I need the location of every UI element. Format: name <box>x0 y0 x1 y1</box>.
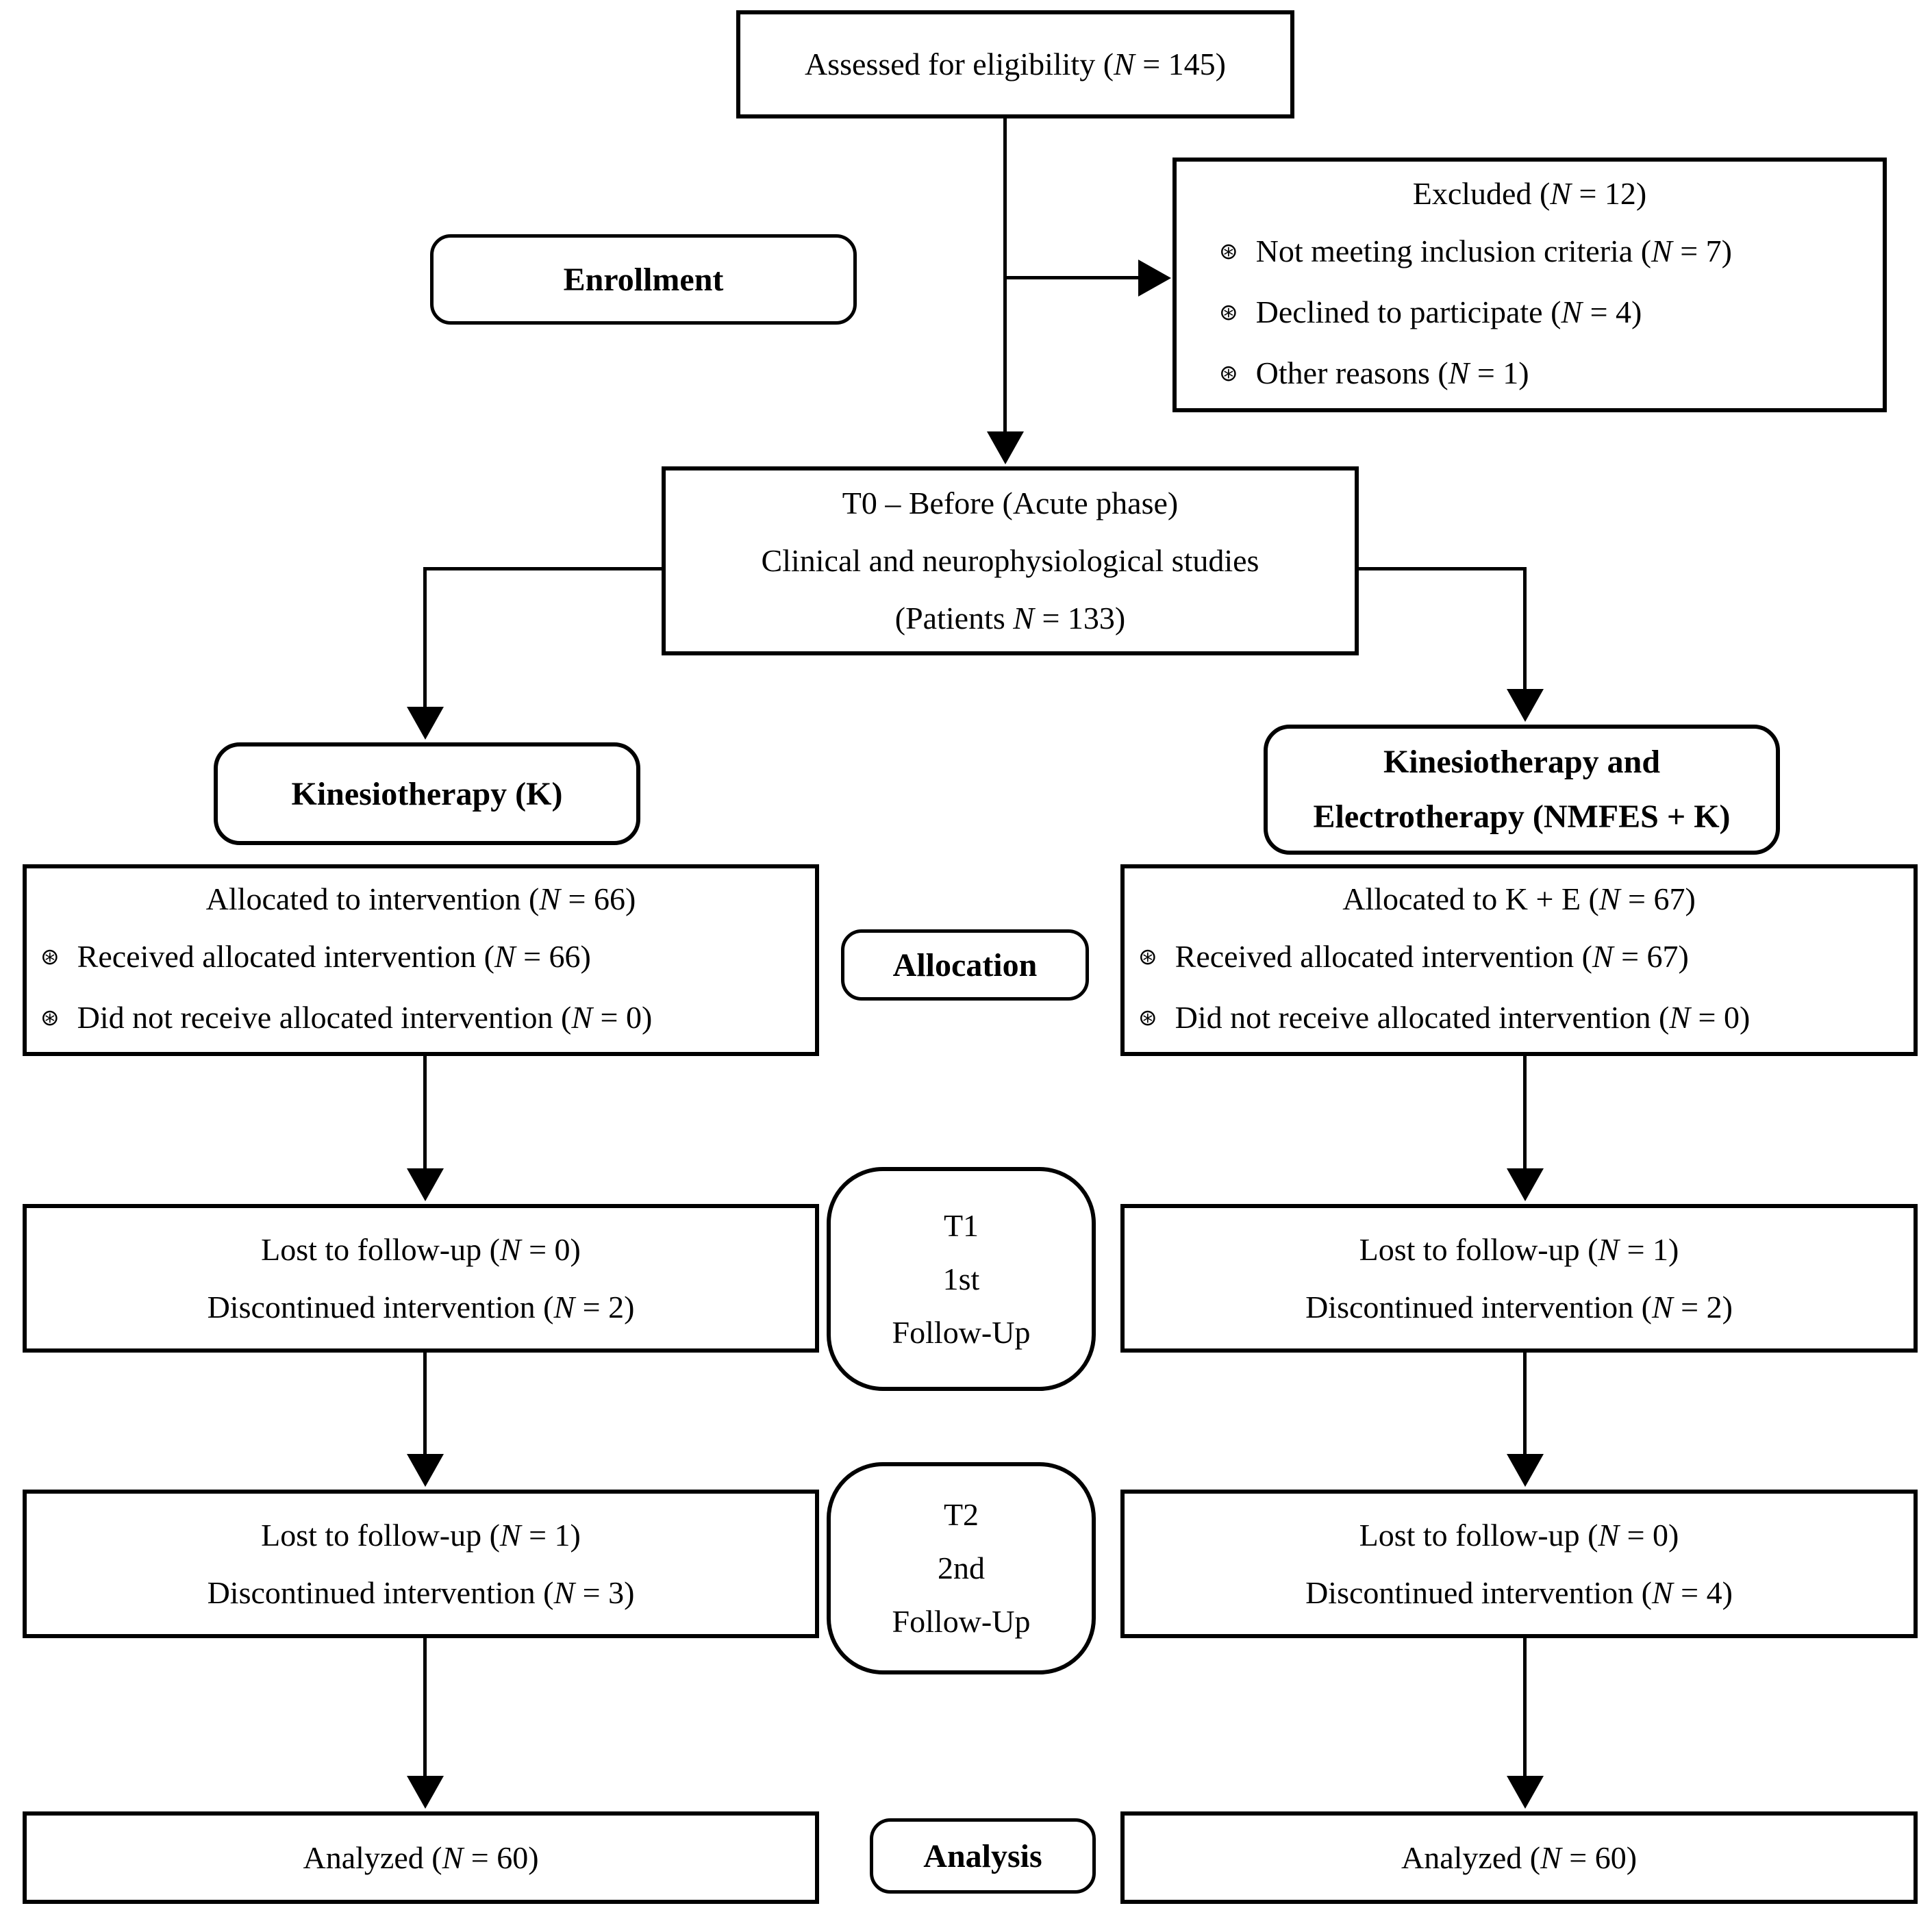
allocation-stage-label: Allocation <box>841 929 1089 1001</box>
connector-t2-analysis-right <box>1523 1638 1527 1777</box>
analyzed-right-box: Analyzed (N = 60) <box>1120 1811 1918 1904</box>
excluded-title: Excluded (N = 12) <box>1412 175 1647 211</box>
connector-t1-t2-left <box>423 1353 427 1454</box>
followup1-left-box: Lost to follow-up (N = 0) Discontinued i… <box>23 1204 819 1353</box>
bullet-icon: ⊛ <box>1138 945 1157 970</box>
connector-alloc-t1-left <box>423 1056 427 1169</box>
allocation-right-items: ⊛ Received allocated intervention (N = 6… <box>1125 928 1914 1050</box>
allocation-item-text: Received allocated intervention (N = 66) <box>77 939 591 974</box>
arrowhead-down-icon <box>1507 1776 1544 1809</box>
t2-stage-line1: T2 <box>943 1497 979 1532</box>
excluded-item-text: Declined to participate (N = 4) <box>1255 294 1642 329</box>
excluded-item: ⊛ Declined to participate (N = 4) <box>1219 284 1877 344</box>
analyzed-right-text: Analyzed (N = 60) <box>1401 1840 1638 1875</box>
followup1-right-box: Lost to follow-up (N = 1) Discontinued i… <box>1120 1204 1918 1353</box>
baseline-box: T0 – Before (Acute phase) Clinical and n… <box>662 466 1359 655</box>
assessed-box: Assessed for eligibility (N = 145) <box>736 10 1294 118</box>
connector-alloc-t1-right <box>1523 1056 1527 1169</box>
followup1-right-line1: Lost to follow-up (N = 1) <box>1359 1231 1679 1267</box>
arrowhead-down-icon <box>407 1454 444 1487</box>
allocation-item-text: Received allocated intervention (N = 67) <box>1175 939 1689 974</box>
arrowhead-right-icon <box>1138 260 1171 297</box>
enrollment-stage-text: Enrollment <box>563 261 724 298</box>
baseline-line1: T0 – Before (Acute phase) <box>842 486 1179 520</box>
connector-baseline-right-v <box>1523 567 1527 692</box>
allocation-item-text: Did not receive allocated intervention (… <box>77 1000 653 1035</box>
connector-to-excluded <box>1003 276 1140 279</box>
arrowhead-down-icon <box>1507 1454 1544 1487</box>
followup2-left-line2: Discontinued intervention (N = 3) <box>207 1574 635 1610</box>
analyzed-left-box: Analyzed (N = 60) <box>23 1811 819 1904</box>
analysis-stage-text: Analysis <box>923 1837 1042 1874</box>
allocation-item: ⊛ Received allocated intervention (N = 6… <box>1138 928 1908 989</box>
arm-left-header: Kinesiotherapy (K) <box>214 742 640 845</box>
followup2-right-line1: Lost to follow-up (N = 0) <box>1359 1517 1679 1553</box>
followup1-right-line2: Discontinued intervention (N = 2) <box>1305 1289 1733 1325</box>
allocation-stage-text: Allocation <box>892 946 1038 983</box>
connector-baseline-left-v <box>423 567 427 707</box>
allocation-left-title: Allocated to intervention (N = 66) <box>205 881 636 916</box>
excluded-items: ⊛ Not meeting inclusion criteria (N = 7)… <box>1177 223 1883 405</box>
t1-stage-line1: T1 <box>943 1207 979 1243</box>
arrowhead-down-icon <box>407 1776 444 1809</box>
followup2-left-box: Lost to follow-up (N = 1) Discontinued i… <box>23 1490 819 1638</box>
followup2-right-box: Lost to follow-up (N = 0) Discontinued i… <box>1120 1490 1918 1638</box>
arrowhead-down-icon <box>407 1168 444 1201</box>
t1-stage-line3: Follow-Up <box>892 1314 1031 1350</box>
allocation-item-text: Did not receive allocated intervention (… <box>1175 1000 1751 1035</box>
allocation-item: ⊛ Did not receive allocated intervention… <box>40 989 810 1050</box>
analyzed-left-text: Analyzed (N = 60) <box>303 1840 539 1875</box>
connector-baseline-right-h <box>1359 567 1527 570</box>
followup1-left-line2: Discontinued intervention (N = 2) <box>207 1289 635 1325</box>
bullet-icon: ⊛ <box>1138 1006 1157 1031</box>
excluded-item: ⊛ Not meeting inclusion criteria (N = 7) <box>1219 223 1877 284</box>
baseline-line3: (Patients N = 133) <box>894 601 1126 636</box>
bullet-icon: ⊛ <box>40 945 60 970</box>
excluded-box: Excluded (N = 12) ⊛ Not meeting inclusio… <box>1172 158 1887 412</box>
arrowhead-down-icon <box>987 431 1024 464</box>
bullet-icon: ⊛ <box>1219 300 1238 325</box>
bullet-icon: ⊛ <box>40 1006 60 1031</box>
arrowhead-down-icon <box>407 707 444 740</box>
excluded-item: ⊛ Other reasons (N = 1) <box>1219 344 1877 405</box>
arm-right-header: Kinesiotherapy and Electrotherapy (NMFES… <box>1264 725 1780 855</box>
t1-stage-line2: 1st <box>942 1261 980 1296</box>
bullet-icon: ⊛ <box>1219 361 1238 386</box>
arm-right-header-line1: Kinesiotherapy and <box>1383 744 1661 780</box>
t2-stage-line3: Follow-Up <box>892 1604 1031 1639</box>
followup2-right-line2: Discontinued intervention (N = 4) <box>1305 1574 1733 1610</box>
baseline-line2: Clinical and neurophysiological studies <box>761 543 1259 578</box>
arm-left-header-text: Kinesiotherapy (K) <box>291 775 563 812</box>
t1-stage-label: T1 1st Follow-Up <box>827 1167 1096 1391</box>
connector-t2-analysis-left <box>423 1638 427 1777</box>
enrollment-stage-label: Enrollment <box>430 234 857 325</box>
assessed-text: Assessed for eligibility (N = 145) <box>805 47 1226 81</box>
allocation-item: ⊛ Received allocated intervention (N = 6… <box>40 928 810 989</box>
allocation-item: ⊛ Did not receive allocated intervention… <box>1138 989 1908 1050</box>
arrowhead-down-icon <box>1507 689 1544 722</box>
arm-right-header-line2: Electrotherapy (NMFES + K) <box>1313 799 1731 835</box>
connector-baseline-left-h <box>425 567 662 570</box>
allocation-right-box: Allocated to K + E (N = 67) ⊛ Received a… <box>1120 864 1918 1056</box>
allocation-left-items: ⊛ Received allocated intervention (N = 6… <box>27 928 815 1050</box>
allocation-left-box: Allocated to intervention (N = 66) ⊛ Rec… <box>23 864 819 1056</box>
allocation-right-title: Allocated to K + E (N = 67) <box>1342 881 1696 916</box>
connector-t1-t2-right <box>1523 1353 1527 1454</box>
analysis-stage-label: Analysis <box>870 1818 1096 1894</box>
arrowhead-down-icon <box>1507 1168 1544 1201</box>
t2-stage-line2: 2nd <box>938 1551 985 1585</box>
followup2-left-line1: Lost to follow-up (N = 1) <box>261 1517 581 1553</box>
excluded-item-text: Other reasons (N = 1) <box>1255 355 1529 390</box>
excluded-item-text: Not meeting inclusion criteria (N = 7) <box>1255 233 1732 268</box>
followup1-left-line1: Lost to follow-up (N = 0) <box>261 1231 581 1267</box>
t2-stage-label: T2 2nd Follow-Up <box>827 1462 1096 1674</box>
bullet-icon: ⊛ <box>1219 239 1238 264</box>
